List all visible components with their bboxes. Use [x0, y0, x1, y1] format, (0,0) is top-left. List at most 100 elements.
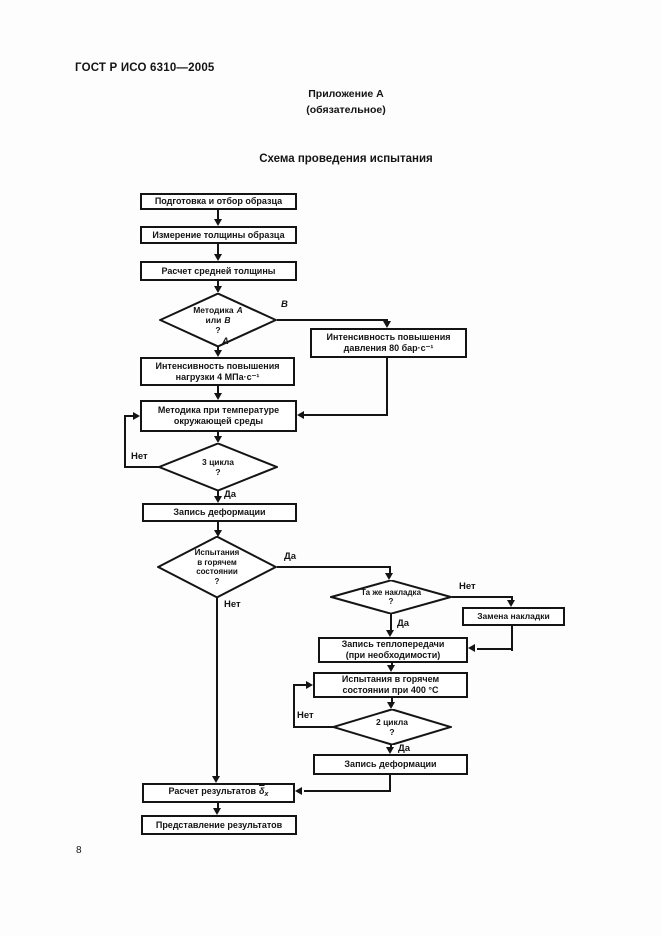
- step-record-heat-transfer: Запись теплопередачи (при необходимости): [318, 637, 468, 663]
- arrow-down-icon: [213, 808, 221, 815]
- flow-line: [390, 614, 392, 630]
- flow-line: [217, 210, 219, 219]
- flowchart-title: Схема проведения испытания: [259, 153, 433, 165]
- step-label: Расчет результатов: [168, 786, 257, 796]
- question-mark: ?: [388, 597, 394, 606]
- decision-text: Та же накладка: [360, 588, 422, 597]
- edge-label-yes: Да: [398, 743, 411, 754]
- step-ambient-temperature-procedure: Методика при температуре окружающей сред…: [140, 400, 297, 432]
- flow-line: [452, 596, 513, 598]
- flow-line: [511, 626, 513, 651]
- arrow-down-icon: [214, 496, 222, 503]
- arrow-down-icon: [383, 321, 391, 328]
- arrow-down-icon: [214, 350, 222, 357]
- flow-line: [217, 522, 219, 530]
- decision-diamond-shape: [158, 443, 278, 491]
- arrow-right-icon: [133, 412, 140, 420]
- step-calculate-results: Расчет результатов δx: [142, 783, 295, 803]
- decision-diamond-shape: [332, 709, 452, 745]
- result-symbol: δx: [259, 786, 268, 800]
- step-label: Подготовка и отбор образца: [154, 196, 283, 206]
- question-mark: ?: [215, 467, 221, 477]
- step-label-line1: Испытания в горячем: [341, 674, 440, 684]
- flow-line: [124, 415, 126, 468]
- flow-line: [217, 432, 219, 436]
- flow-line: [277, 566, 391, 568]
- flow-line: [293, 726, 333, 728]
- flow-line: [295, 684, 307, 686]
- arrow-down-icon: [214, 436, 222, 443]
- arrow-down-icon: [387, 665, 395, 672]
- step-measure-thickness: Измерение толщины образца: [140, 226, 297, 244]
- document-number: ГОСТ Р ИСО 6310—2005: [75, 62, 215, 74]
- arrow-down-icon: [387, 702, 395, 709]
- edge-label-no: Нет: [297, 710, 314, 721]
- step-label: Расчет средней толщины: [161, 265, 276, 276]
- annex-title: Приложение А: [308, 88, 384, 100]
- flow-line: [304, 790, 390, 792]
- step-label: Измерение толщины образца: [152, 229, 285, 240]
- edge-label-yes: Да: [397, 618, 410, 629]
- edge-label-yes: Да: [284, 551, 297, 562]
- step-pressure-rate-method-b: Интенсивность повышения давления 80 бар·…: [310, 328, 467, 358]
- step-label-line2: давления 80 бар·с⁻¹: [343, 343, 434, 353]
- flow-line: [277, 319, 388, 321]
- flow-line: [391, 698, 393, 703]
- step-hot-test-400c: Испытания в горячем состоянии при 400 °С: [313, 672, 468, 698]
- arrow-down-icon: [507, 600, 515, 607]
- decision-diamond-shape: [159, 293, 277, 347]
- decision-diamond-shape: [157, 536, 277, 598]
- flow-line: [511, 596, 513, 601]
- arrow-down-icon: [386, 630, 394, 637]
- arrow-down-icon: [212, 776, 220, 783]
- edge-label-a: А: [222, 336, 229, 347]
- arrow-left-icon: [297, 411, 304, 419]
- arrow-left-icon: [295, 787, 302, 795]
- flow-line: [389, 566, 391, 573]
- arrow-left-icon: [468, 644, 475, 652]
- flow-line: [391, 663, 393, 666]
- flow-line: [389, 775, 391, 792]
- decision-text: или: [205, 315, 222, 325]
- decision-text: Методика: [193, 305, 234, 315]
- decision-same-pad: Та же накладка ?: [330, 580, 452, 614]
- option-b: В: [224, 315, 231, 325]
- flow-line: [390, 745, 392, 748]
- step-label-line2: нагрузки 4 МПа·с⁻¹: [175, 371, 260, 382]
- flow-line: [386, 358, 388, 416]
- decision-label: Та же накладка ?: [330, 580, 452, 614]
- decision-label: Испытания в горячем состоянии ?: [157, 536, 277, 598]
- decision-text: Испытания: [194, 548, 240, 557]
- step-label: Замена накладки: [477, 611, 550, 621]
- flow-line: [217, 347, 219, 350]
- step-label-line1: Запись теплопередачи: [341, 639, 445, 649]
- flow-line: [216, 598, 218, 776]
- step-label: Запись деформации: [344, 759, 437, 769]
- decision-2-cycles: 2 цикла ?: [332, 709, 452, 745]
- arrow-down-icon: [214, 254, 222, 261]
- arrow-down-icon: [214, 530, 222, 537]
- step-record-deformation-1: Запись деформации: [142, 503, 297, 522]
- annex-subtitle: (обязательное): [306, 104, 386, 116]
- arrow-down-icon: [214, 286, 222, 293]
- decision-text: 3 цикла: [201, 457, 235, 467]
- arrow-down-icon: [214, 219, 222, 226]
- flow-line: [304, 414, 388, 416]
- step-calc-average-thickness: Расчет средней толщины: [140, 261, 297, 281]
- flow-line: [217, 244, 219, 254]
- flow-line: [293, 684, 295, 728]
- step-replace-pad: Замена накладки: [462, 607, 565, 626]
- flow-line: [217, 803, 219, 809]
- decision-label: 3 цикла ?: [158, 443, 278, 491]
- question-mark: ?: [389, 727, 395, 737]
- step-label: Представление результатов: [155, 819, 283, 830]
- edge-label-yes: Да: [224, 489, 237, 500]
- flow-line: [124, 415, 134, 417]
- flow-line: [217, 281, 219, 286]
- decision-text: в горячем: [197, 557, 237, 567]
- step-record-deformation-2: Запись деформации: [313, 754, 468, 775]
- edge-label-no: Нет: [131, 451, 148, 462]
- arrow-down-icon: [214, 393, 222, 400]
